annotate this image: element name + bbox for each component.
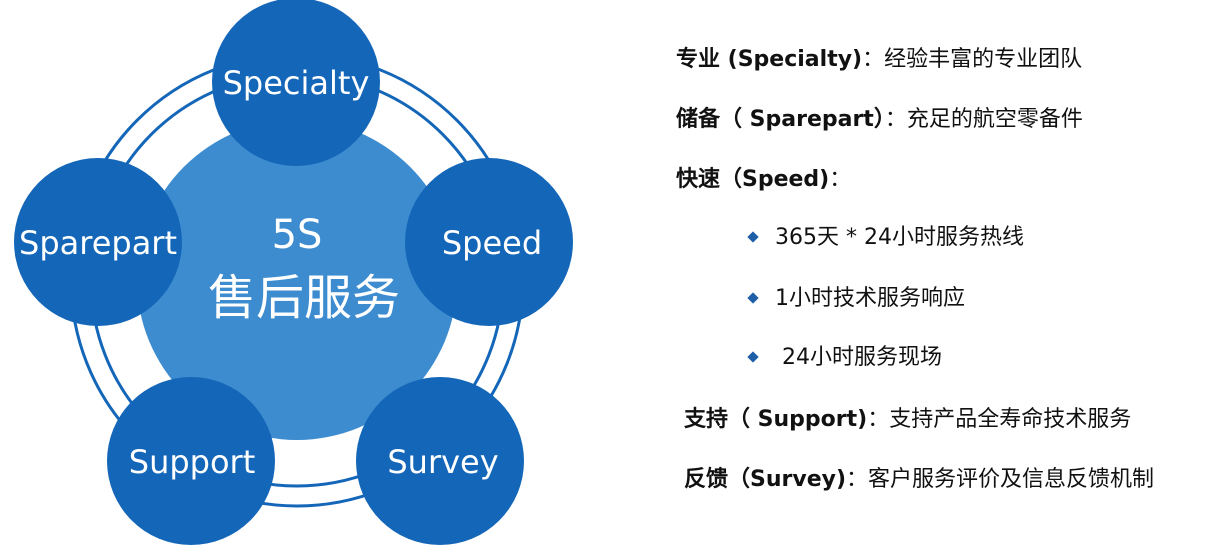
speed-item-text: 365天 * 24小时服务热线 — [775, 225, 1024, 250]
diamond-bullet-icon — [747, 351, 759, 363]
5s-cycle-diagram: 5S 售后服务 Specialty Speed Survey Support S… — [14, 0, 573, 545]
desc-sparepart-term: 储备（ Sparepart） — [676, 107, 885, 132]
desc-survey-text: ：客户服务评价及信息反馈机制 — [846, 467, 1155, 492]
node-specialty-label: Specialty — [223, 64, 370, 102]
desc-support-text: ：支持产品全寿命技术服务 — [867, 407, 1132, 432]
node-specialty: Specialty — [212, 0, 380, 166]
node-speed-label: Speed — [442, 224, 542, 262]
desc-sparepart: 储备（ Sparepart）：充足的航空零备件 — [676, 101, 1083, 133]
desc-survey-term: 反馈（Survey) — [684, 467, 847, 492]
desc-specialty-text: ：经验丰富的专业团队 — [862, 47, 1083, 72]
speed-item: 1小时技术服务响应 — [747, 280, 965, 312]
center-title: 5S — [272, 212, 323, 258]
node-sparepart-label: Sparepart — [19, 224, 177, 262]
speed-item-text: 1小时技术服务响应 — [775, 286, 965, 311]
node-speed: Speed — [405, 158, 573, 326]
desc-support-term: 支持（ Support) — [684, 407, 868, 432]
speed-item-text: 24小时服务现场 — [775, 345, 942, 370]
desc-specialty: 专业 (Specialty)：经验丰富的专业团队 — [676, 41, 1082, 73]
node-survey: Survey — [356, 377, 524, 545]
desc-speed-text: ： — [829, 167, 852, 192]
node-sparepart: Sparepart — [14, 158, 182, 326]
center-subtitle: 售后服务 — [208, 270, 400, 326]
node-support: Support — [107, 377, 275, 545]
desc-speed-term: 快速（Speed) — [676, 167, 830, 192]
center-circle — [137, 120, 457, 440]
node-survey-label: Survey — [387, 443, 498, 481]
speed-item: 24小时服务现场 — [747, 339, 942, 371]
node-support-label: Support — [129, 443, 256, 481]
desc-specialty-term: 专业 (Specialty) — [676, 47, 863, 72]
desc-speed: 快速（Speed)： — [676, 161, 851, 193]
speed-item: 365天 * 24小时服务热线 — [747, 219, 1024, 251]
desc-sparepart-text: ：充足的航空零备件 — [884, 107, 1083, 132]
diamond-bullet-icon — [747, 231, 759, 243]
desc-support: 支持（ Support)：支持产品全寿命技术服务 — [684, 401, 1131, 433]
desc-survey: 反馈（Survey)：客户服务评价及信息反馈机制 — [684, 461, 1154, 493]
diamond-bullet-icon — [747, 292, 759, 304]
